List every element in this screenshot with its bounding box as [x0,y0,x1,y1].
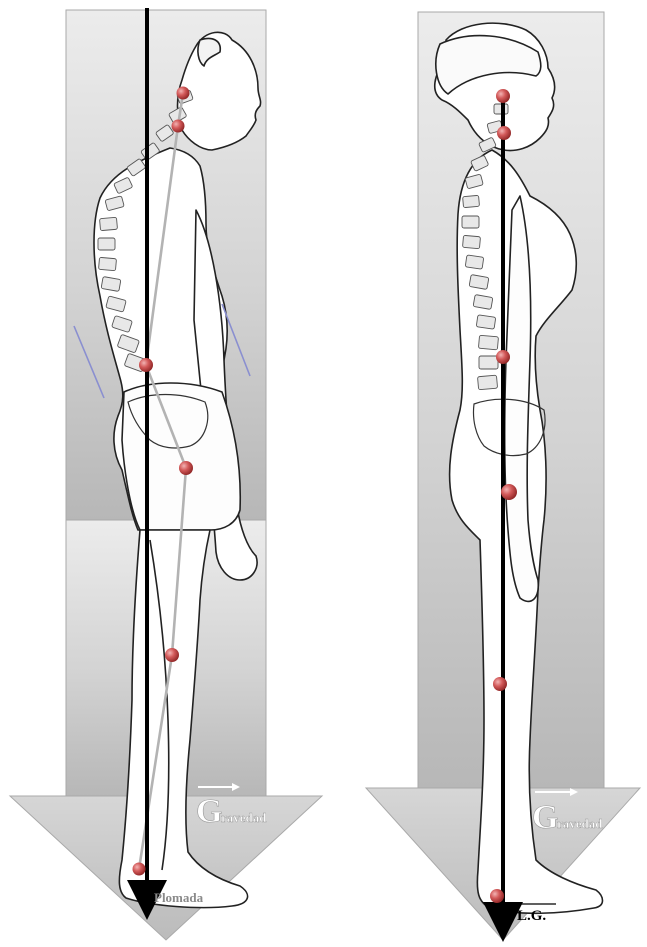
right-joint-hip [501,484,517,500]
right-lg-label: L.G. [517,908,546,924]
left-gravity-word: ravedad [221,810,267,825]
left-joint-hip [179,461,193,475]
left-joint-ear [177,87,190,100]
right-gravity-letter: G [532,799,558,836]
left-joint-knee [165,648,179,662]
right-gravity-word: ravedad [557,816,603,831]
left-joint-neck [172,120,185,133]
right-panel: G ravedad L.G. [366,12,640,940]
right-joint-ear [496,89,510,103]
left-plumb-label: Plomada [154,890,204,905]
right-joint-ankle [490,889,504,903]
right-joint-knee [493,677,507,691]
left-panel: G ravedad Plomada [10,8,322,940]
left-joint-ankle [133,863,146,876]
right-joint-lumbar [496,350,510,364]
right-joint-neck [497,126,511,140]
left-joint-lumbar [139,358,153,372]
left-gravity-letter: G [196,793,222,830]
